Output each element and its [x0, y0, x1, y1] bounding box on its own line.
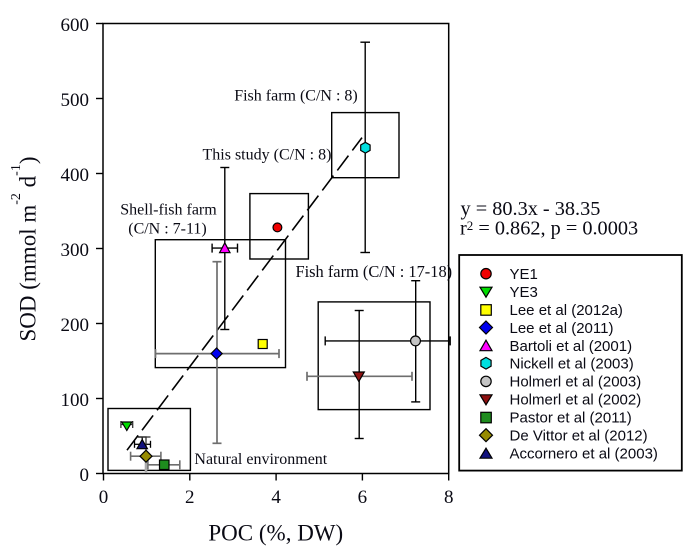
- svg-text:0: 0: [80, 465, 90, 486]
- svg-text:Lee et al (2012a): Lee et al (2012a): [510, 302, 623, 319]
- svg-text:(C/N : 7-11): (C/N : 7-11): [128, 220, 207, 237]
- svg-text:Fish farm (C/N : 8): Fish farm (C/N : 8): [234, 87, 358, 104]
- svg-text:This study (C/N : 8): This study (C/N : 8): [203, 147, 332, 164]
- svg-text:YE1: YE1: [510, 266, 538, 283]
- svg-text:De Vittor et al (2012): De Vittor et al (2012): [510, 428, 648, 445]
- svg-text:8: 8: [444, 487, 454, 508]
- svg-text:Accornero et al (2003): Accornero et al (2003): [510, 446, 658, 463]
- svg-text:0: 0: [99, 487, 109, 508]
- svg-text:500: 500: [61, 90, 90, 111]
- svg-text:Fish farm (C/N : 17-18): Fish farm (C/N : 17-18): [296, 262, 453, 281]
- svg-text:100: 100: [61, 390, 90, 411]
- svg-text:Nickell et al (2003): Nickell et al (2003): [510, 356, 634, 373]
- svg-text:6: 6: [358, 487, 368, 508]
- svg-text:YE3: YE3: [510, 284, 538, 301]
- svg-text:r2 = 0.862, p = 0.0003: r2 = 0.862, p = 0.0003: [460, 217, 638, 239]
- svg-text:2: 2: [185, 487, 195, 508]
- svg-text:300: 300: [61, 240, 90, 261]
- svg-text:600: 600: [61, 15, 90, 36]
- svg-text:Holmerl et al (2002): Holmerl et al (2002): [510, 392, 642, 409]
- svg-text:400: 400: [61, 165, 90, 186]
- svg-text:Bartoli et al (2001): Bartoli et al (2001): [510, 338, 633, 355]
- svg-text:Shell-fish farm: Shell-fish farm: [120, 201, 217, 218]
- svg-text:Lee et al (2011): Lee et al (2011): [510, 320, 614, 337]
- svg-text:Holmerl et al (2003): Holmerl et al (2003): [510, 374, 642, 391]
- svg-text:Pastor et al (2011): Pastor et al (2011): [510, 410, 632, 427]
- svg-text:POC (%, DW): POC (%, DW): [208, 520, 343, 545]
- svg-text:4: 4: [271, 487, 281, 508]
- svg-text:Natural environment: Natural environment: [194, 451, 327, 468]
- svg-text:200: 200: [61, 315, 90, 336]
- svg-text:y = 80.3x - 38.35: y = 80.3x - 38.35: [461, 198, 601, 220]
